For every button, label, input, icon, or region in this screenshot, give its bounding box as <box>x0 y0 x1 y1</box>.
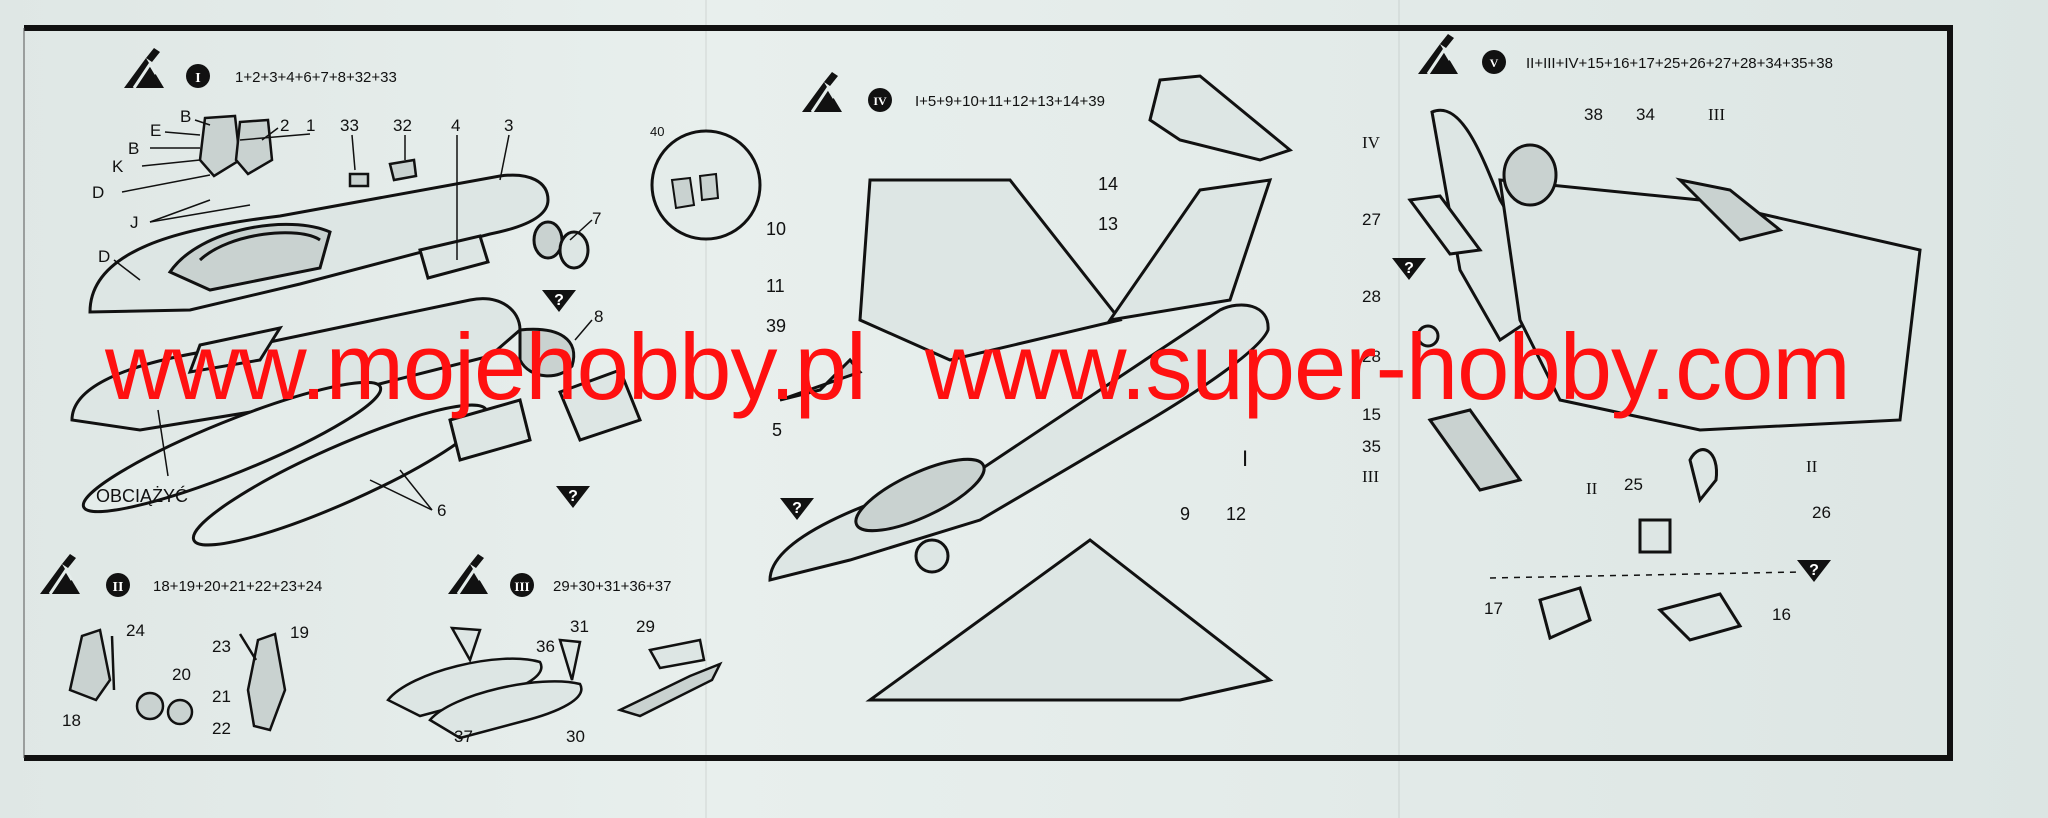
step-4-parts: I+5+9+10+11+12+13+14+39 <box>915 93 1105 110</box>
frame-border <box>24 25 1953 761</box>
callout-II: II <box>1586 479 1598 498</box>
callout-40: 40 <box>650 124 664 139</box>
step-5-number: V <box>1490 56 1499 70</box>
callout-12: 12 <box>1226 504 1246 524</box>
question-mark-icon <box>780 498 814 520</box>
callout-20: 20 <box>172 665 191 684</box>
callout-10: 10 <box>766 219 786 239</box>
callout-39: 39 <box>766 316 786 336</box>
step-3-parts: 29+30+31+36+37 <box>553 578 671 595</box>
callout-8: 8 <box>594 307 603 326</box>
callout-11: 11 <box>766 276 785 296</box>
callout-J: J <box>130 213 139 232</box>
callout-4: 4 <box>451 116 460 135</box>
callout-IV: IV <box>1362 133 1381 152</box>
callout-I: I <box>1242 446 1248 471</box>
callout-obciazyc: OBCIĄŻYĆ <box>96 485 188 506</box>
step-2-group: II 18+19+20+21+22+23+24 24 20 23 19 21 2… <box>38 552 322 738</box>
step-4-group: IV I+5+9+10+11+12+13+14+39 10 11 39 5 14… <box>766 70 1294 702</box>
callout-B: B <box>128 139 139 158</box>
glue-icon <box>800 70 844 114</box>
callout-22: 22 <box>212 719 231 738</box>
callout-3: 3 <box>504 116 513 135</box>
fold-line <box>705 0 707 818</box>
question-mark-icon <box>542 290 576 312</box>
callout-37: 37 <box>454 727 473 746</box>
callout-19: 19 <box>290 623 309 642</box>
callout-25: 25 <box>1624 475 1643 494</box>
callout-E: E <box>150 121 161 140</box>
callout-27: 27 <box>1362 210 1381 229</box>
callout-35: 35 <box>1362 437 1381 456</box>
callout-5: 5 <box>772 420 782 440</box>
glue-icon <box>1416 32 1460 76</box>
step-2-parts: 18+19+20+21+22+23+24 <box>153 578 322 595</box>
glue-icon <box>446 552 490 596</box>
watermark: www.mojehobby.pl www.super-hobby.com <box>105 320 2005 414</box>
callout-33: 33 <box>340 116 359 135</box>
watermark-right: www.super-hobby.com <box>924 314 1851 419</box>
callout-29: 29 <box>636 617 655 636</box>
step-5-parts: II+III+IV+15+16+17+25+26+27+28+34+35+38 <box>1526 55 1833 72</box>
step-4-number: IV <box>873 94 887 108</box>
callout-2: 2 <box>280 116 289 135</box>
callout-II: II <box>1806 457 1818 476</box>
callout-21: 21 <box>212 687 231 706</box>
callout-III: III <box>1362 467 1379 486</box>
callout-31: 31 <box>570 617 589 636</box>
glue-icon <box>122 46 166 90</box>
callout-D: D <box>98 247 110 266</box>
callout-23: 23 <box>212 637 231 656</box>
callout-38: 38 <box>1584 105 1603 124</box>
callout-15: 15 <box>1362 405 1381 424</box>
step-5-group: V II+III+IV+15+16+17+25+26+27+28+34+35+3… <box>1362 32 1922 642</box>
question-mark-icon <box>1797 560 1831 582</box>
callout-17: 17 <box>1484 599 1503 618</box>
callout-28: 28 <box>1362 287 1381 306</box>
callout-K: K <box>112 157 124 176</box>
glue-icon <box>38 552 82 596</box>
step-3-group: III 29+30+31+36+37 31 36 29 37 30 <box>386 552 723 746</box>
question-mark-icon <box>556 486 590 508</box>
callout-13: 13 <box>1098 214 1118 234</box>
callout-36: 36 <box>536 637 555 656</box>
step-2-number: II <box>113 580 124 595</box>
question-mark-icon <box>1392 258 1426 280</box>
step-1-number: I <box>195 71 200 86</box>
step-3-number: III <box>514 579 529 594</box>
callout-7: 7 <box>592 209 601 228</box>
callout-32: 32 <box>393 116 412 135</box>
callout-B: B <box>180 107 191 126</box>
callout-26: 26 <box>1812 503 1831 522</box>
step-1-group: I 1+2+3+4+6+7+8+32+33 <box>70 46 762 547</box>
callout-30: 30 <box>566 727 585 746</box>
fold-line <box>1398 0 1400 818</box>
step-1-parts: 1+2+3+4+6+7+8+32+33 <box>235 69 397 86</box>
callout-16: 16 <box>1772 605 1791 624</box>
callout-1: 1 <box>306 116 315 135</box>
callout-34: 34 <box>1636 105 1655 124</box>
callout-18: 18 <box>62 711 81 730</box>
callout-24: 24 <box>126 621 145 640</box>
step-1-badge <box>186 64 210 88</box>
callout-14: 14 <box>1098 174 1118 194</box>
callout-9: 9 <box>1180 504 1190 524</box>
callout-28: 28 <box>1362 347 1381 366</box>
watermark-left: www.mojehobby.pl <box>105 314 867 419</box>
callout-6: 6 <box>437 501 446 520</box>
callout-D: D <box>92 183 104 202</box>
callout-III: III <box>1708 105 1725 124</box>
